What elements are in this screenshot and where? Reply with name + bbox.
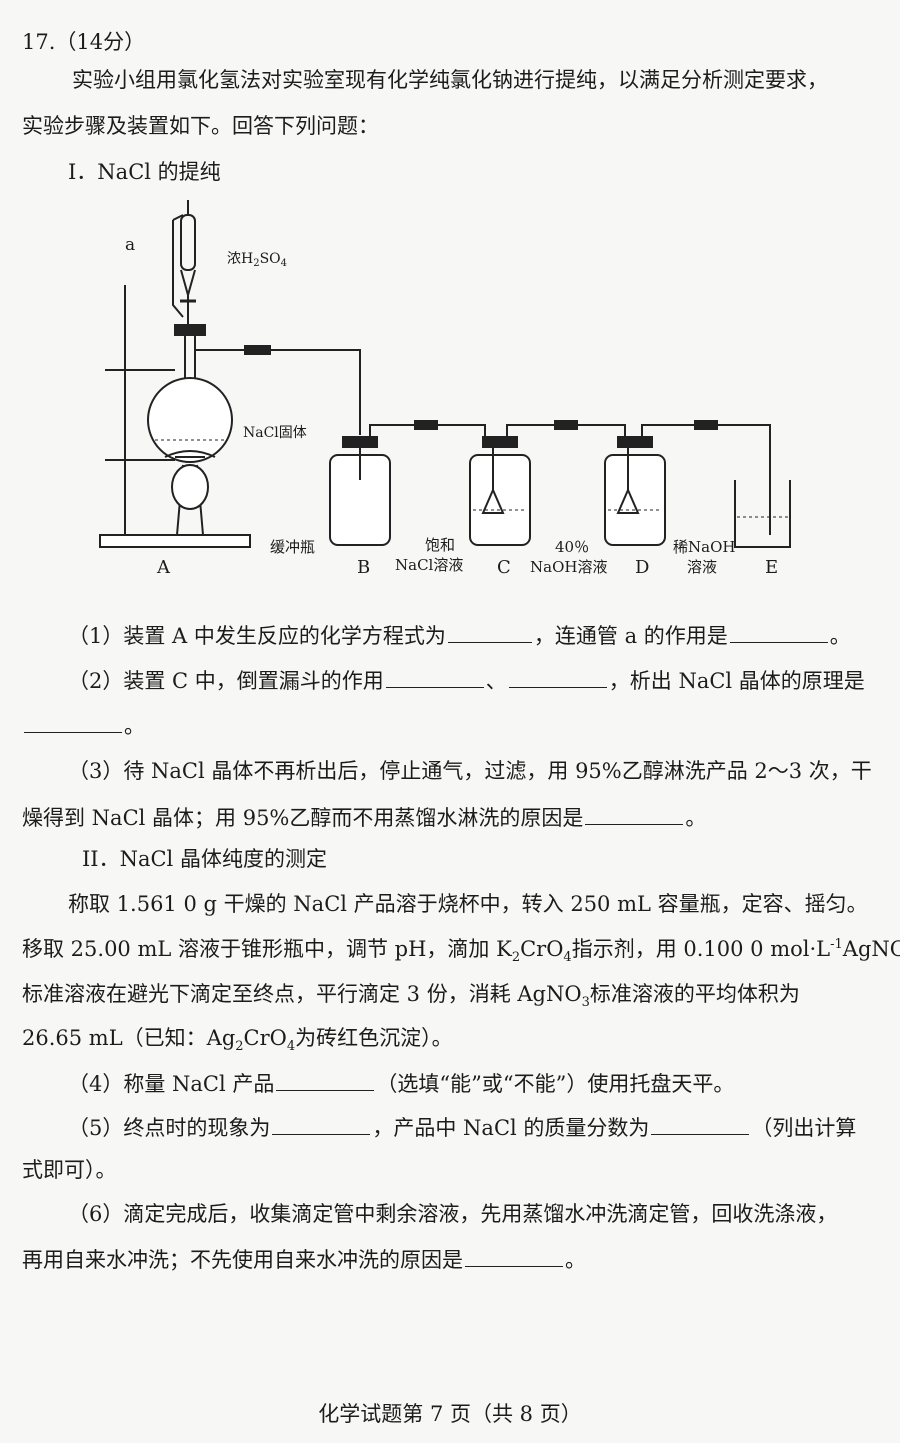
answer-blank-6[interactable]: [465, 1244, 563, 1267]
label-D: D: [635, 557, 649, 578]
apparatus-svg: a 浓H2SO4 NaCl固体 缓冲瓶 饱和 NaCl溶液 40％ NaOH溶液…: [99, 200, 791, 578]
question-number: 17.（14分）: [22, 30, 146, 54]
label-naoh40-2: NaOH溶液: [530, 558, 607, 576]
question-3-line-1: （3）待 NaCl 晶体不再析出后，停止通气，过滤，用 95%乙醇淋洗产品 2～…: [68, 759, 872, 783]
answer-blank-1b[interactable]: [729, 620, 828, 643]
question-6-line-1: （6）滴定完成后，收集滴定管中剩余溶液，先用蒸馏水冲洗滴定管，回收洗涤液，: [68, 1202, 838, 1226]
bottle-d: [604, 454, 666, 546]
question-5-cont: 式即可）。: [22, 1158, 117, 1182]
label-A: A: [156, 557, 171, 578]
answer-blank-5b[interactable]: [651, 1112, 750, 1135]
answer-blank-1a[interactable]: [447, 620, 532, 643]
label-C: C: [497, 557, 511, 578]
part1-title: I．NaCl 的提纯: [68, 160, 221, 184]
label-saturated-2: NaCl溶液: [395, 556, 463, 574]
label-naoh40-1: 40％: [555, 538, 589, 556]
answer-blank-4[interactable]: [276, 1068, 375, 1091]
part2-line-2: 移取 25.00 mL 溶液于锥形瓶中，调节 pH，滴加 K2CrO4指示剂，用…: [22, 937, 900, 966]
part2-line-3: 标准溶液在避光下滴定至终点，平行滴定 3 份，消耗 AgNO3标准溶液的平均体积…: [22, 982, 800, 1011]
label-saturated-1: 饱和: [425, 536, 455, 554]
question-6-line-2: 再用自来水冲洗；不先使用自来水冲洗的原因是。: [22, 1244, 586, 1274]
stand-base: [99, 534, 251, 548]
beaker-e: [734, 480, 791, 548]
question-2: （2）装置 C 中，倒置漏斗的作用、，析出 NaCl 晶体的原理是: [68, 665, 865, 695]
label-B: B: [357, 557, 370, 578]
answer-blank-5a[interactable]: [272, 1112, 371, 1135]
answer-blank-3[interactable]: [585, 802, 684, 825]
question-4: （4）称量 NaCl 产品（选填“能”或“不能”）使用托盘天平。: [68, 1068, 734, 1098]
bottle-c: [469, 454, 531, 546]
label-h2so4: 浓H2SO4: [227, 251, 287, 269]
label-a: a: [125, 235, 135, 255]
answer-blank-2c[interactable]: [24, 710, 122, 733]
flame: [164, 450, 216, 458]
label-E: E: [765, 557, 778, 578]
stopper-a: [174, 324, 206, 336]
connecting-tube-a: [172, 220, 184, 318]
question-1: （1）装置 A 中发生反应的化学方程式为，连通管 a 的作用是。: [68, 620, 851, 650]
funnel-body: [180, 214, 196, 271]
alcohol-lamp: [171, 464, 209, 510]
label-dilute-1: 稀NaOH: [673, 538, 735, 556]
round-flask: [147, 377, 233, 463]
answer-blank-2a[interactable]: [385, 665, 484, 688]
intro-line-1: 实验小组用氯化氢法对实验室现有化学纯氯化钠进行提纯，以满足分析测定要求，: [72, 68, 828, 92]
question-3-line-2: 燥得到 NaCl 晶体；用 95%乙醇而不用蒸馏水淋洗的原因是。: [22, 802, 706, 832]
question-5: （5）终点时的现象为，产品中 NaCl 的质量分数为（列出计算: [68, 1112, 856, 1142]
part2-title: II．NaCl 晶体纯度的测定: [82, 847, 327, 871]
label-buffer-bottle: 缓冲瓶: [270, 538, 315, 556]
part2-line-4: 26.65 mL（已知：Ag2CrO4为砖红色沉淀）。: [22, 1026, 453, 1055]
page-footer: 化学试题第 7 页（共 8 页）: [318, 1402, 582, 1426]
intro-line-2: 实验步骤及装置如下。回答下列问题：: [22, 114, 379, 138]
label-dilute-2: 溶液: [687, 558, 717, 576]
part2-line-1: 称取 1.561 0 g 干燥的 NaCl 产品溶于烧杯中，转入 250 mL …: [68, 892, 868, 916]
apparatus-diagram: a 浓H2SO4 NaCl固体 缓冲瓶 饱和 NaCl溶液 40％ NaOH溶液…: [95, 195, 795, 590]
question-2-cont: 。: [22, 710, 145, 740]
label-nacl-solid: NaCl固体: [243, 425, 307, 441]
answer-blank-2b[interactable]: [508, 665, 607, 688]
